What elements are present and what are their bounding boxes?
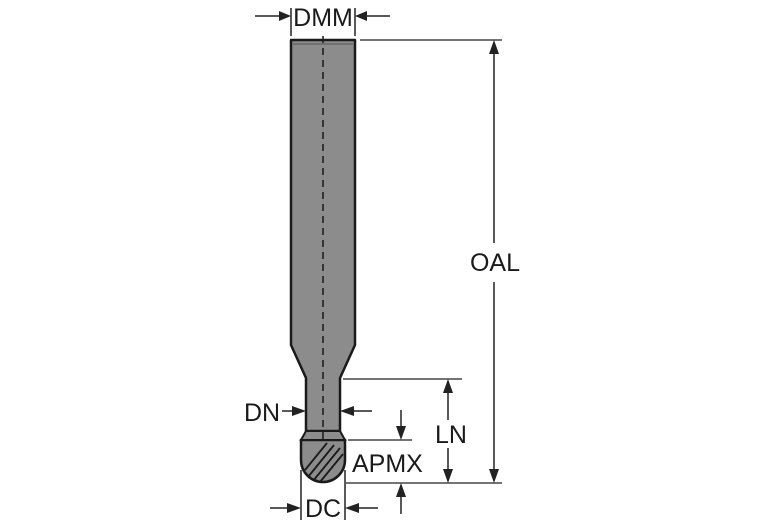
dmm-dimension	[255, 8, 390, 36]
flute-hatching	[304, 442, 344, 483]
oal-label: OAL	[470, 249, 520, 277]
ln-label: LN	[435, 421, 467, 449]
end-mill-tool	[289, 36, 357, 484]
ln-dimension	[343, 378, 462, 483]
oal-dimension	[346, 39, 502, 484]
apmx-label: APMX	[352, 450, 423, 478]
dc-dimension	[270, 470, 378, 520]
dn-dimension	[282, 406, 372, 416]
apmx-dimension	[348, 410, 412, 514]
dmm-label: DMM	[293, 4, 353, 32]
dc-label: DC	[305, 495, 341, 523]
dn-label: DN	[244, 399, 280, 427]
